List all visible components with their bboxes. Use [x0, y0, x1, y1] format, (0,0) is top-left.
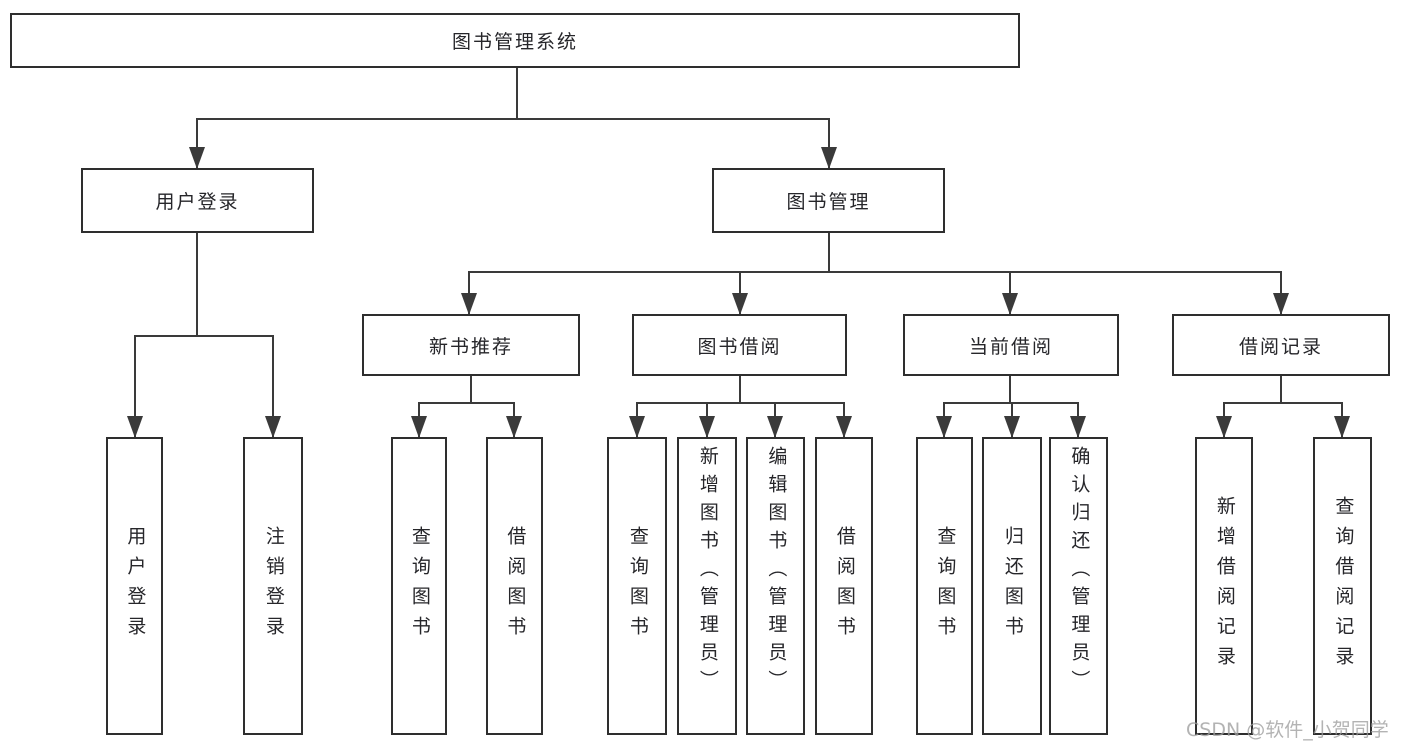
- node-leaf-return-books: 归还图书: [982, 437, 1042, 735]
- arrow-leaf-user-login: [127, 416, 143, 438]
- node-book-management: 图书管理: [712, 168, 945, 233]
- node-book-borrowing-label: 图书借阅: [697, 335, 782, 358]
- arrowheads: [127, 147, 1350, 438]
- node-leaf-edit-books-admin-label: 编辑图书（管理员）: [765, 446, 788, 698]
- connector-borrow-records-rail: [1223, 402, 1343, 437]
- connector-level2-rail: [196, 118, 830, 168]
- node-leaf-recommend-query-books-label: 查询图书: [408, 526, 431, 646]
- arrow-leaf-rec-query: [411, 416, 427, 438]
- node-leaf-add-borrow-record: 新增借阅记录: [1195, 437, 1253, 735]
- node-leaf-confirm-return-admin: 确认归还（管理员）: [1049, 437, 1108, 735]
- node-leaf-add-books-admin: 新增图书（管理员）: [677, 437, 737, 735]
- node-new-book-recommend: 新书推荐: [362, 314, 580, 376]
- node-leaf-return-books-label: 归还图书: [1001, 526, 1024, 646]
- node-leaf-confirm-return-admin-label: 确认归还（管理员）: [1068, 446, 1091, 698]
- node-leaf-edit-books-admin: 编辑图书（管理员）: [746, 437, 805, 735]
- node-user-login-label: 用户登录: [155, 191, 240, 213]
- node-leaf-user-login: 用户登录: [106, 437, 163, 735]
- arrow-leaf-cb-query: [936, 416, 952, 438]
- arrow-leaf-rec-borrow: [506, 416, 522, 438]
- connector-new-book-rail: [418, 402, 515, 437]
- connector-user-login-rail: [134, 335, 274, 437]
- node-leaf-borrow-query-books: 查询图书: [607, 437, 667, 735]
- arrow-book-borrow: [732, 293, 748, 315]
- arrow-leaf-bb-edit: [767, 416, 783, 438]
- node-current-borrowing: 当前借阅: [903, 314, 1119, 376]
- node-leaf-user-login-label: 用户登录: [124, 526, 147, 646]
- arrow-leaf-bb-add: [699, 416, 715, 438]
- node-leaf-current-query-books-label: 查询图书: [934, 526, 957, 646]
- node-borrowing-records-label: 借阅记录: [1238, 335, 1323, 358]
- node-leaf-add-borrow-record-label: 新增借阅记录: [1213, 496, 1236, 676]
- node-leaf-borrow-query-books-label: 查询图书: [626, 526, 649, 646]
- arrow-leaf-cb-confirm: [1070, 416, 1086, 438]
- node-leaf-recommend-borrow-books: 借阅图书: [486, 437, 543, 735]
- node-leaf-query-borrow-record-label: 查询借阅记录: [1332, 496, 1355, 676]
- arrow-user-login: [189, 147, 205, 169]
- node-root-library-system: 图书管理系统: [10, 13, 1020, 68]
- node-leaf-borrow-books: 借阅图书: [815, 437, 873, 735]
- connector-book-borrow-rail: [636, 402, 845, 437]
- arrow-leaf-logout: [265, 416, 281, 438]
- node-current-borrowing-label: 当前借阅: [968, 335, 1053, 358]
- node-new-book-recommend-label: 新书推荐: [428, 335, 513, 358]
- arrow-current-borrow: [1002, 293, 1018, 315]
- arrow-leaf-br-add: [1216, 416, 1232, 438]
- node-user-login: 用户登录: [81, 168, 314, 233]
- arrow-leaf-br-query: [1334, 416, 1350, 438]
- arrow-borrow-records: [1273, 293, 1289, 315]
- arrow-leaf-bb-query: [629, 416, 645, 438]
- node-leaf-current-query-books: 查询图书: [916, 437, 973, 735]
- connector-level3-rail: [468, 271, 1282, 314]
- arrow-leaf-bb-borrow: [836, 416, 852, 438]
- node-leaf-borrow-books-label: 借阅图书: [833, 526, 856, 646]
- node-book-management-label: 图书管理: [786, 191, 871, 213]
- node-leaf-recommend-query-books: 查询图书: [391, 437, 447, 735]
- watermark: CSDN @软件_小贺同学: [1186, 719, 1389, 741]
- arrow-book-mgmt: [821, 147, 837, 169]
- node-leaf-query-borrow-record: 查询借阅记录: [1313, 437, 1372, 735]
- node-leaf-logout: 注销登录: [243, 437, 303, 735]
- node-leaf-recommend-borrow-books-label: 借阅图书: [504, 526, 527, 646]
- node-root-label: 图书管理系统: [451, 31, 578, 53]
- arrow-leaf-cb-return: [1004, 416, 1020, 438]
- arrow-new-book: [461, 293, 477, 315]
- node-leaf-logout-label: 注销登录: [262, 526, 285, 646]
- node-book-borrowing: 图书借阅: [632, 314, 847, 376]
- node-leaf-add-books-admin-label: 新增图书（管理员）: [696, 446, 719, 698]
- node-borrowing-records: 借阅记录: [1172, 314, 1390, 376]
